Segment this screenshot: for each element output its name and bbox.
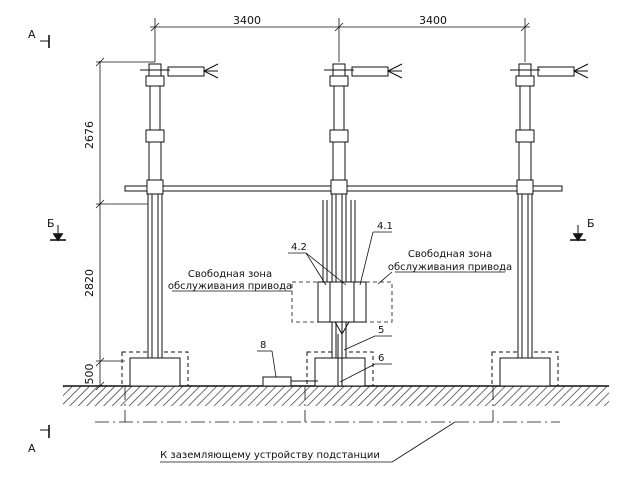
drive-cabinet bbox=[317, 281, 367, 386]
dimension-base-height: 500 bbox=[83, 364, 96, 385]
dimension-span-right: 3400 bbox=[419, 14, 447, 27]
zone-right-line2: обслуживания привода bbox=[388, 262, 512, 273]
dimension-support-height: 2820 bbox=[83, 269, 96, 297]
dimension-insulator-height: 2676 bbox=[83, 121, 96, 149]
section-b-right: Б bbox=[587, 217, 595, 230]
grounding-label: К заземляющему устройству подстанции bbox=[160, 450, 380, 461]
section-a-bottom: А bbox=[28, 442, 36, 455]
top-dimension bbox=[150, 18, 530, 62]
section-a-top: А bbox=[28, 28, 36, 41]
section-b-left: Б bbox=[47, 217, 55, 230]
dimension-span-left: 3400 bbox=[233, 14, 261, 27]
zone-right-line1: Свободная зона bbox=[408, 249, 492, 260]
callout-4-1: 4.1 bbox=[377, 221, 393, 232]
callout-4-2: 4.2 bbox=[291, 242, 307, 253]
ground bbox=[63, 385, 609, 406]
callout-5: 5 bbox=[378, 325, 384, 336]
pole-left bbox=[121, 63, 219, 387]
callout-8: 8 bbox=[260, 340, 266, 351]
zone-left-line1: Свободная зона bbox=[188, 269, 272, 280]
grounding-line bbox=[95, 386, 560, 423]
section-markers bbox=[40, 35, 586, 438]
service-zones bbox=[291, 281, 393, 323]
pole-right bbox=[491, 63, 589, 387]
vertical-dimension bbox=[95, 57, 155, 391]
grounding-box bbox=[262, 376, 318, 387]
zone-left-line2: обслуживания привода bbox=[168, 281, 292, 292]
leaders bbox=[160, 231, 505, 463]
callout-6: 6 bbox=[378, 353, 384, 364]
